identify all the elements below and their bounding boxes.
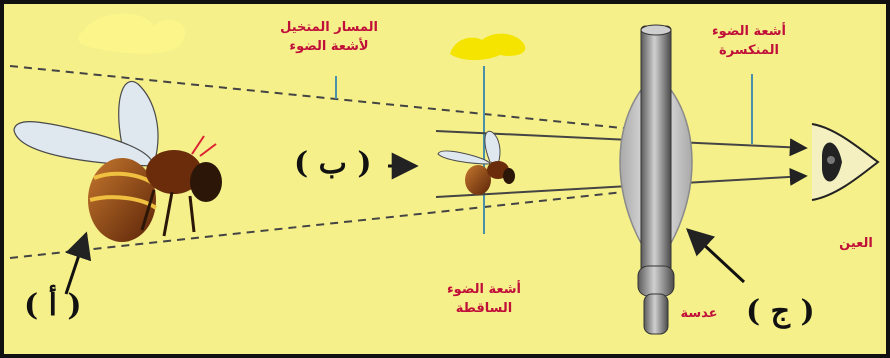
lens-icon xyxy=(619,24,693,335)
tag-c: ( ج ) xyxy=(746,294,815,329)
eye-icon xyxy=(811,123,880,201)
arrow-icon-a xyxy=(64,231,92,295)
label-refracted-rays: أشعة الضوء المنكسرة xyxy=(712,24,786,58)
label-incident-rays: أشعة الضوء الساقطة xyxy=(447,282,521,316)
imagined-path-upper xyxy=(9,65,643,131)
leader-lines xyxy=(335,66,753,234)
small-bee-icon xyxy=(437,130,515,195)
bee-icon xyxy=(13,81,222,242)
label-lens: عدسة xyxy=(680,306,718,321)
tag-b: ( ب ) xyxy=(294,146,372,181)
diagram-canvas xyxy=(9,13,880,335)
tag-a: ( أ ) xyxy=(24,288,82,323)
arrow-icon-c xyxy=(686,228,746,284)
highlight-blobs xyxy=(78,13,526,61)
label-imagined-path: المسار المتخيل لأشعة الضوء xyxy=(280,20,378,54)
label-eye: العين xyxy=(839,236,873,251)
imagined-path-lower xyxy=(9,189,643,259)
ray-lower xyxy=(435,167,808,198)
